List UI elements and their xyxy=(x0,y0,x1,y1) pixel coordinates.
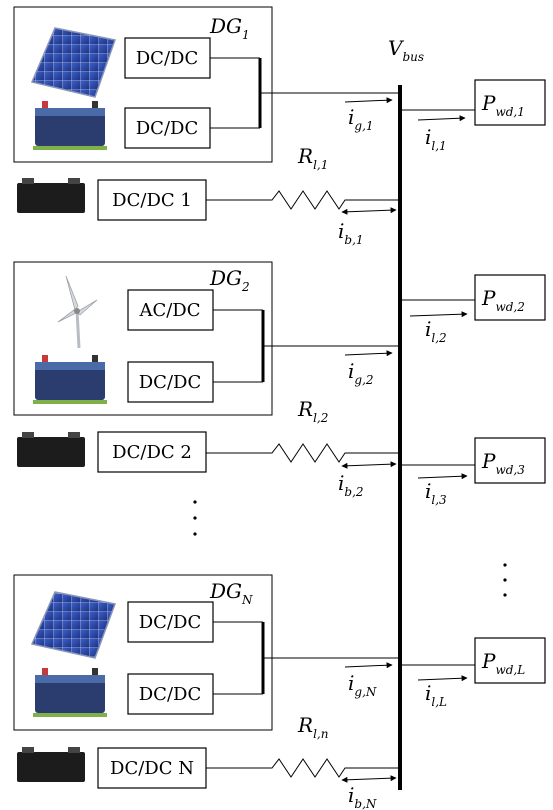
battery-1-icon xyxy=(17,178,85,213)
current-il2: il,2 xyxy=(425,317,447,345)
line-resistor-n xyxy=(206,758,400,778)
wind-turbine-icon xyxy=(57,275,98,349)
load-1-box xyxy=(474,79,546,126)
dg-group-1-label: DG1 xyxy=(209,14,250,42)
line-resistor-1 xyxy=(206,190,400,210)
dg-group-2-frame xyxy=(13,261,273,416)
battery-bank-icon xyxy=(33,101,107,150)
dg2-converter-top-label: AC/DC xyxy=(138,300,200,321)
load-1-label: Pwd,1 xyxy=(481,91,525,119)
dg-group-1-frame xyxy=(13,6,273,163)
current-ib2: ib,2 xyxy=(338,471,364,499)
current-ib1: ib,1 xyxy=(338,219,364,247)
vertical-ellipsis-left xyxy=(193,500,197,536)
current-ibN: ib,N xyxy=(348,783,377,810)
solar-panel-icon xyxy=(30,591,117,659)
bus-label: Vbus xyxy=(388,36,424,64)
load-l-box xyxy=(474,637,546,684)
dgn-converter-bottom xyxy=(127,673,214,715)
dg2-converter-bottom-label: DC/DC xyxy=(139,372,201,393)
dgn-converter-bottom-label: DC/DC xyxy=(139,684,201,705)
current-ig1: ig,1 xyxy=(348,105,374,133)
load-3-box xyxy=(474,437,546,484)
dgn-converter-top-label: DC/DC xyxy=(139,612,201,633)
battery-n-icon xyxy=(17,747,85,782)
dg1-converter-top-label: DC/DC xyxy=(136,48,198,69)
line-resistor-2 xyxy=(206,443,400,463)
battery-2-converter xyxy=(97,431,207,473)
battery-1-converter-label: DC/DC 1 xyxy=(112,190,192,211)
dg1-converter-bottom xyxy=(124,107,211,149)
current-il1: il,1 xyxy=(425,125,447,153)
load-l-label: Pwd,L xyxy=(481,649,525,677)
battery-2-icon xyxy=(17,432,85,467)
vertical-ellipsis-right xyxy=(503,563,507,597)
solar-panel-icon xyxy=(30,27,116,98)
battery-n-converter-label: DC/DC N xyxy=(110,758,194,779)
resistor-1-label: Rl,1 xyxy=(297,144,328,172)
load-2-box xyxy=(474,274,546,321)
current-ilL: il,L xyxy=(425,681,447,709)
current-igN: ig,N xyxy=(348,671,377,699)
dgn-converter-top xyxy=(127,601,214,643)
battery-bank-icon xyxy=(33,355,107,404)
battery-bank-icon xyxy=(33,668,107,717)
dg2-converter-bottom xyxy=(127,361,214,403)
dg1-converter-top xyxy=(124,37,211,79)
resistor-n-label: Rl,n xyxy=(297,713,328,741)
load-3-label: Pwd,3 xyxy=(481,449,525,477)
load-2-label: Pwd,2 xyxy=(481,286,525,314)
resistor-2-label: Rl,2 xyxy=(297,397,328,425)
dg-group-n-label: DGN xyxy=(209,579,253,607)
battery-2-converter-label: DC/DC 2 xyxy=(112,442,192,463)
current-ig2: ig,2 xyxy=(348,359,374,387)
dg1-converter-bottom-label: DC/DC xyxy=(136,118,198,139)
dg-group-2-label: DG2 xyxy=(209,266,250,294)
dg2-converter-top xyxy=(127,289,214,331)
current-il3: il,3 xyxy=(425,479,447,507)
dg-group-n-frame xyxy=(13,574,273,731)
